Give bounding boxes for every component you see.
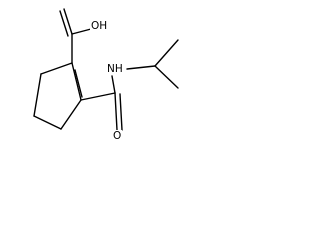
ring-bond-c2-c1 — [40, 62, 73, 75]
isopropyl-bond-n-ch — [126, 65, 156, 70]
acid-bond-carbonyl-o-2 — [59, 10, 69, 37]
isopropyl-bond-ch-methyl-down — [154, 65, 179, 89]
molecule-structure: OH NH O — [0, 0, 188, 149]
amide-bond-carbonyl-o-1 — [114, 92, 118, 131]
amide-bond-carbonyl-n — [111, 75, 116, 94]
amide-bond-carbonyl-o-2 — [119, 93, 123, 131]
ring-bond-c1-c5 — [33, 73, 42, 117]
acid-bond-c-oh — [71, 28, 92, 35]
ring-bond-c3-c2 — [71, 62, 82, 101]
amide-nitrogen-label: NH — [106, 63, 124, 75]
ring-bond-c4-c3 — [60, 99, 82, 130]
bond-skeleton — [33, 8, 179, 131]
ring-double-bond-inner — [74, 69, 83, 98]
hydroxyl-label: OH — [90, 20, 109, 32]
acid-bond-carbonyl-o-1 — [63, 8, 73, 35]
amide-bond-c3-carbonyl — [80, 92, 116, 101]
amide-oxygen-label: O — [112, 130, 123, 142]
ring-bond-c5-c4 — [33, 115, 62, 130]
isopropyl-bond-ch-methyl-up — [154, 39, 179, 67]
